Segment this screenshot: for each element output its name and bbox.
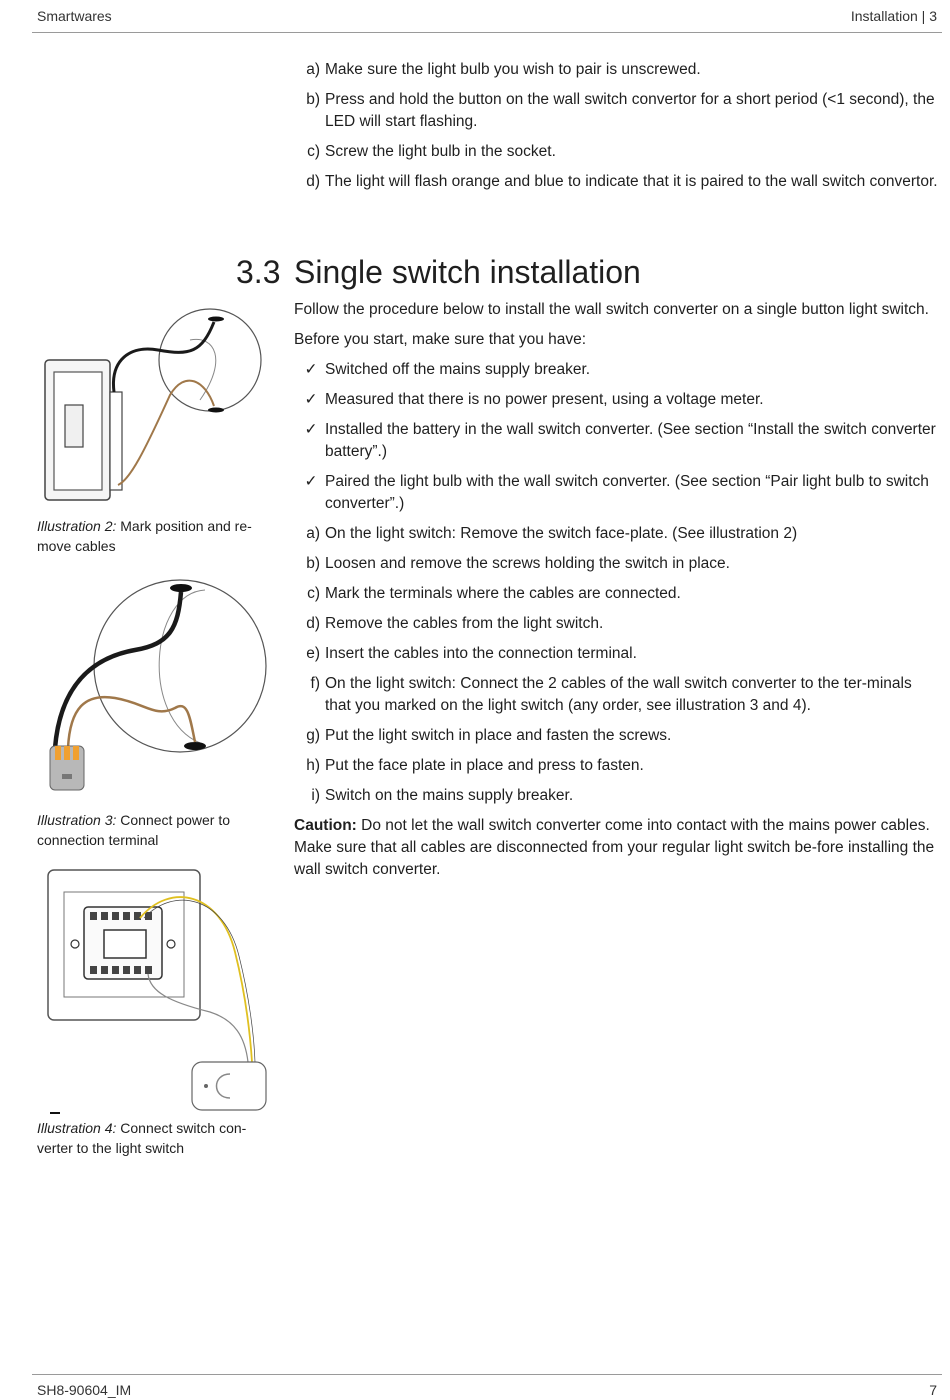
section-intro: Follow the procedure below to install th… (294, 301, 929, 318)
pairing-steps-list: a)Make sure the light bulb you wish to p… (294, 59, 939, 201)
section-number: 3.3 (236, 254, 281, 290)
check-icon: ✓ (304, 391, 318, 408)
caution-note: Caution: Do not let the wall switch conv… (294, 815, 939, 881)
check-icon: ✓ (304, 421, 318, 438)
list-item: h)Put the face plate in place and press … (306, 757, 644, 774)
header-section: Installation | 3 (850, 8, 937, 24)
check-icon: ✓ (304, 473, 318, 490)
illustration-2-caption: Illustration 2: Mark position and re-mov… (37, 518, 252, 554)
footer-rule (32, 1374, 942, 1375)
list-item: d)Remove the cables from the light switc… (306, 615, 604, 632)
illustration-2-image (44, 308, 262, 501)
illustration-3-caption: Illustration 3: Connect power to connect… (37, 812, 230, 848)
list-item: b)Press and hold the button on the wall … (306, 91, 935, 130)
list-item: f)On the light switch: Connect the 2 cab… (310, 675, 912, 714)
check-icon: ✓ (304, 361, 318, 378)
checklist-item: ✓Paired the light bulb with the wall swi… (294, 471, 939, 515)
checklist-item: ✓Measured that there is no power present… (294, 389, 939, 411)
caution-label: Caution: (294, 817, 357, 834)
list-item: a)Make sure the light bulb you wish to p… (306, 61, 701, 78)
illustration-4-image (47, 869, 267, 1114)
illustration-3-image (49, 579, 267, 791)
header-brand: Smartwares (37, 8, 112, 24)
page-number: 7 (929, 1382, 937, 1398)
footer-doc-id: SH8-90604_IM (37, 1382, 132, 1398)
list-item: c)Mark the terminals where the cables ar… (307, 585, 681, 602)
list-item: d)The light will flash orange and blue t… (306, 173, 938, 190)
section-body: Follow the procedure below to install th… (294, 299, 939, 889)
checklist-item: ✓Switched off the mains supply breaker. (294, 359, 939, 381)
list-item: i)Switch on the mains supply breaker. (311, 787, 574, 804)
checklist-item: ✓Installed the battery in the wall switc… (294, 419, 939, 463)
list-item: c)Screw the light bulb in the socket. (307, 143, 556, 160)
list-item: b)Loosen and remove the screws holding t… (306, 555, 730, 572)
illustration-4-caption: Illustration 4: Connect switch con-verte… (37, 1120, 247, 1156)
caution-text: Do not let the wall switch converter com… (294, 817, 935, 878)
list-item: e)Insert the cables into the connection … (306, 645, 637, 662)
list-item: a)On the light switch: Remove the switch… (306, 525, 798, 542)
list-item: g)Put the light switch in place and fast… (306, 727, 672, 744)
section-before: Before you start, make sure that you hav… (294, 331, 587, 348)
section-title: Single switch installation (294, 254, 641, 290)
header-rule (32, 32, 942, 33)
